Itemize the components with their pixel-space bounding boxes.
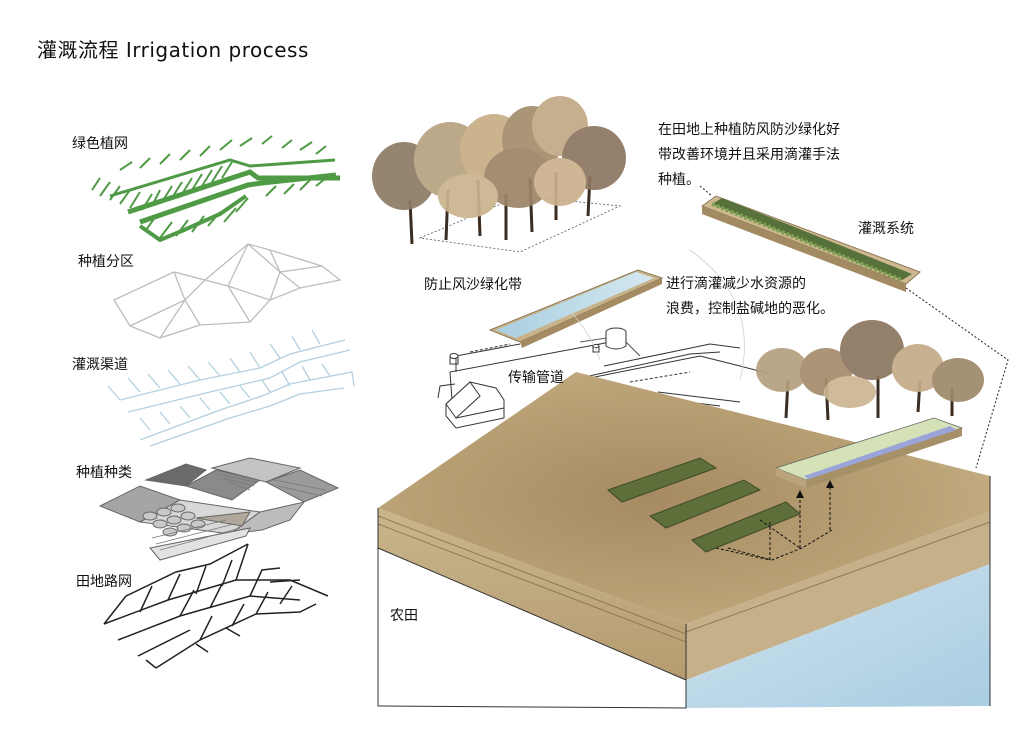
- road-network-layer: [103, 543, 329, 669]
- crop-rows: [607, 457, 801, 553]
- water-canal: [488, 269, 664, 348]
- top-note: 在田地上种植防风防沙绿化好 带改善环境并且采用滴灌手法 种植。: [658, 118, 840, 193]
- mid-note: 进行滴灌减少水资源的 浪费，控制盐碱地的恶化。: [666, 272, 834, 322]
- layer-label-irrigation-channels: 灌溉渠道: [72, 357, 128, 373]
- guide-arcs: [559, 249, 745, 381]
- leader-lines: [699, 185, 1009, 469]
- arrow-heads: [796, 480, 834, 498]
- layer-label-planting-zones: 种植分区: [78, 254, 134, 270]
- green-net-layer: [91, 135, 340, 243]
- right-tree-grove: [756, 320, 984, 421]
- top-note-line: 带改善环境并且采用滴灌手法: [658, 147, 840, 163]
- irrigation-channels-layer: [107, 329, 355, 447]
- planting-types-layer: [98, 457, 340, 561]
- mid-note-line: 浪费，控制盐碱地的恶化。: [666, 301, 834, 317]
- windbreak-grove: [372, 96, 626, 253]
- top-note-line: 种植。: [658, 172, 700, 188]
- pump-house: [445, 353, 505, 429]
- irrigation-system-label: 灌溉系统: [858, 221, 914, 237]
- planting-zones-layer: [113, 243, 342, 339]
- greenway-strip: [774, 417, 964, 488]
- farmland-label: 农田: [390, 608, 418, 624]
- windbreak-label: 防止风沙绿化带: [424, 277, 522, 293]
- top-note-line: 在田地上种植防风防沙绿化好: [658, 122, 840, 138]
- page-title: 灌溉流程 Irrigation process: [37, 38, 309, 62]
- layer-label-green-net: 绿色植网: [72, 136, 128, 152]
- water-tank: [592, 327, 627, 353]
- drip-arrows: [715, 484, 833, 561]
- irrigation-system-strip: [700, 195, 921, 292]
- pipeline-label: 传输管道: [508, 370, 564, 386]
- layer-label-road-network: 田地路网: [76, 574, 132, 590]
- mid-note-line: 进行滴灌减少水资源的: [666, 276, 806, 292]
- farmland-block: [377, 372, 991, 709]
- layer-label-planting-types: 种植种类: [76, 465, 132, 481]
